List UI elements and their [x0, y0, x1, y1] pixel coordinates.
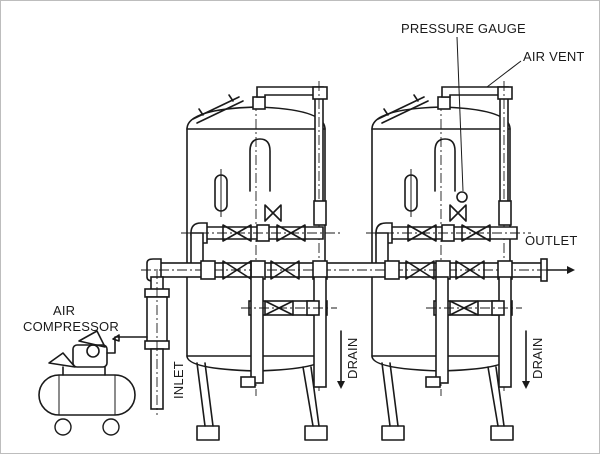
right-upper-manifold — [366, 222, 531, 270]
air-vent-label: AIR VENT — [523, 49, 585, 64]
inlet-pipe — [144, 269, 170, 415]
outlet-label: OUTLET — [525, 233, 577, 248]
left-manhole — [192, 94, 244, 124]
air-line — [106, 336, 148, 354]
left-small-valve — [264, 204, 282, 222]
left-drain-label: DRAIN — [345, 338, 360, 379]
pressure-gauge-leader — [456, 36, 464, 192]
air-compressor — [38, 330, 148, 436]
air-label: AIR — [53, 303, 75, 318]
left-bottom-outlet — [240, 376, 256, 388]
left-drain-arrow — [337, 330, 345, 389]
left-lower-manifold — [241, 276, 337, 388]
right-tank-legs — [381, 362, 514, 441]
right-small-valve — [449, 191, 468, 222]
left-upper-manifold — [181, 222, 341, 270]
inlet-label: INLET — [171, 361, 186, 399]
right-bottom-outlet — [425, 376, 441, 388]
right-manhole — [377, 94, 429, 124]
left-distributor — [249, 138, 271, 192]
pressure-gauge-label: PRESSURE GAUGE — [401, 21, 526, 36]
right-lower-manifold — [426, 276, 522, 388]
outlet-arrow — [546, 266, 575, 274]
left-filter-tank — [186, 94, 328, 441]
right-vent-fitting — [498, 200, 512, 226]
pressure-gauge-icon — [456, 191, 468, 203]
air-vent-leader — [486, 60, 522, 88]
main-header-pipe — [141, 258, 561, 282]
compressor-wheel-right — [102, 418, 120, 436]
right-drain-arrow — [522, 330, 530, 389]
left-tank-legs — [196, 362, 328, 441]
compressor-wheel-left — [54, 418, 72, 436]
right-drain-label: DRAIN — [530, 338, 545, 379]
right-distributor — [434, 138, 456, 192]
compressor-label: COMPRESSOR — [23, 319, 119, 334]
left-vent-fitting — [313, 200, 327, 226]
right-filter-tank — [371, 94, 514, 441]
